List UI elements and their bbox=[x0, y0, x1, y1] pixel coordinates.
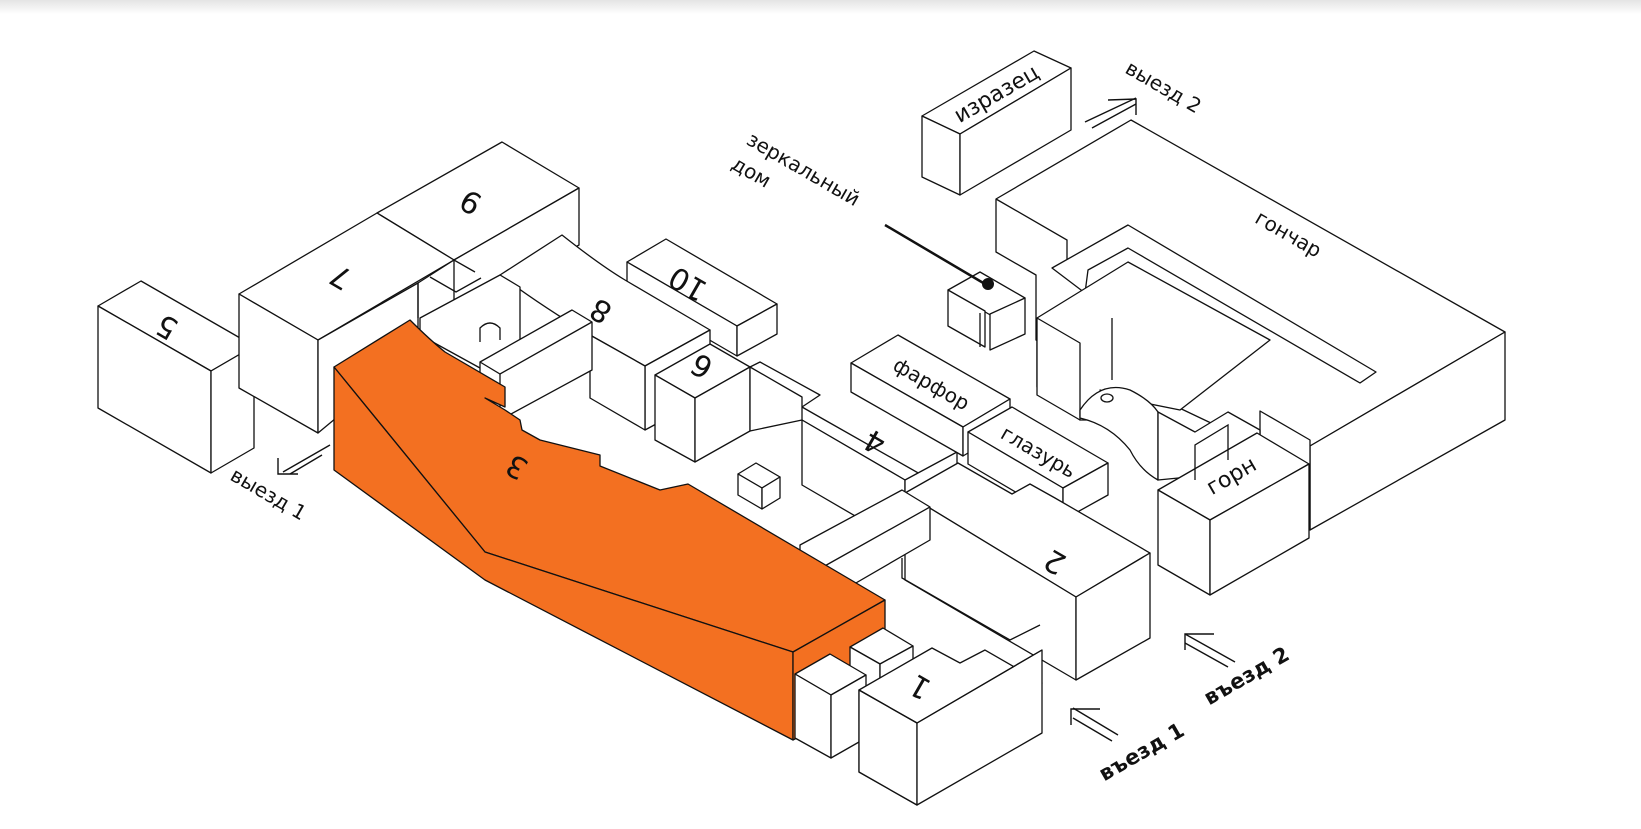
exit-1[interactable]: выезд 1 bbox=[226, 444, 331, 526]
entry-2-label: въезд 2 bbox=[1200, 642, 1294, 710]
entry-2-arrow-icon bbox=[1184, 633, 1236, 668]
small-cube bbox=[737, 462, 781, 510]
landmark-pointer-dot bbox=[982, 278, 994, 290]
landmark-pointer-line bbox=[884, 223, 986, 286]
building-5[interactable]: 5 bbox=[97, 280, 255, 474]
small-box-b bbox=[794, 653, 867, 759]
entry-1-arrow-icon bbox=[1070, 707, 1119, 742]
exit-1-arrow-icon bbox=[277, 444, 331, 475]
building-gorn[interactable]: горн bbox=[1157, 423, 1310, 596]
building-2[interactable]: 2 bbox=[904, 462, 1151, 681]
building-gonchar[interactable]: гончар bbox=[995, 119, 1506, 531]
building-1[interactable]: 1 bbox=[858, 647, 1043, 806]
exit-1-label: выезд 1 bbox=[226, 463, 310, 526]
entry-1-label: въезд 1 bbox=[1095, 718, 1189, 786]
building-izrazets[interactable]: изразец bbox=[921, 50, 1072, 196]
entry-1[interactable]: въезд 1 bbox=[1070, 707, 1189, 786]
top-shadow bbox=[0, 0, 1641, 14]
exit-2-arrow-icon bbox=[1084, 97, 1137, 129]
building-6[interactable]: 6 bbox=[654, 343, 751, 463]
building-3-roof bbox=[333, 319, 886, 653]
entry-2[interactable]: въезд 2 bbox=[1184, 633, 1294, 710]
building-3[interactable]: 3 bbox=[333, 319, 886, 741]
exit-2-label: выезд 2 bbox=[1121, 56, 1205, 119]
exit-2[interactable]: выезд 2 bbox=[1084, 56, 1206, 129]
